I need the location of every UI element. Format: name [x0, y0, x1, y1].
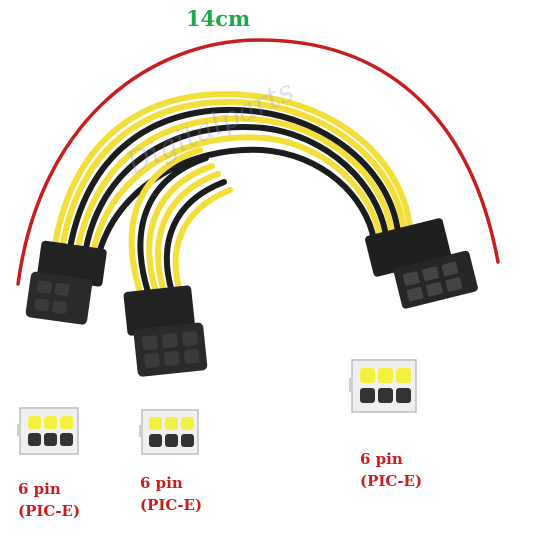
connector-right — [365, 218, 478, 309]
pinout-diagram-1 — [17, 407, 79, 455]
pinout-diagram-2 — [139, 409, 199, 455]
length-arc — [16, 38, 500, 286]
pin-label-2-type: (PIC-E) — [140, 496, 203, 514]
pin-label-2-count: 6 pin — [140, 474, 183, 492]
pin-label-1: 6 pin (PIC-E) — [18, 478, 80, 522]
pin-label-3: 6 pin (PIC-E) — [360, 448, 422, 492]
pin-label-1-type: (PIC-E) — [18, 502, 81, 520]
connector-left — [25, 240, 107, 325]
pin-label-1-count: 6 pin — [18, 480, 61, 498]
pin-label-3-count: 6 pin — [360, 450, 403, 468]
pinout-diagram-3 — [349, 359, 417, 413]
pin-label-2: 6 pin (PIC-E) — [140, 472, 202, 516]
pin-label-3-type: (PIC-E) — [360, 472, 423, 490]
length-label: 14cm — [186, 6, 251, 31]
connector-middle — [123, 285, 208, 377]
